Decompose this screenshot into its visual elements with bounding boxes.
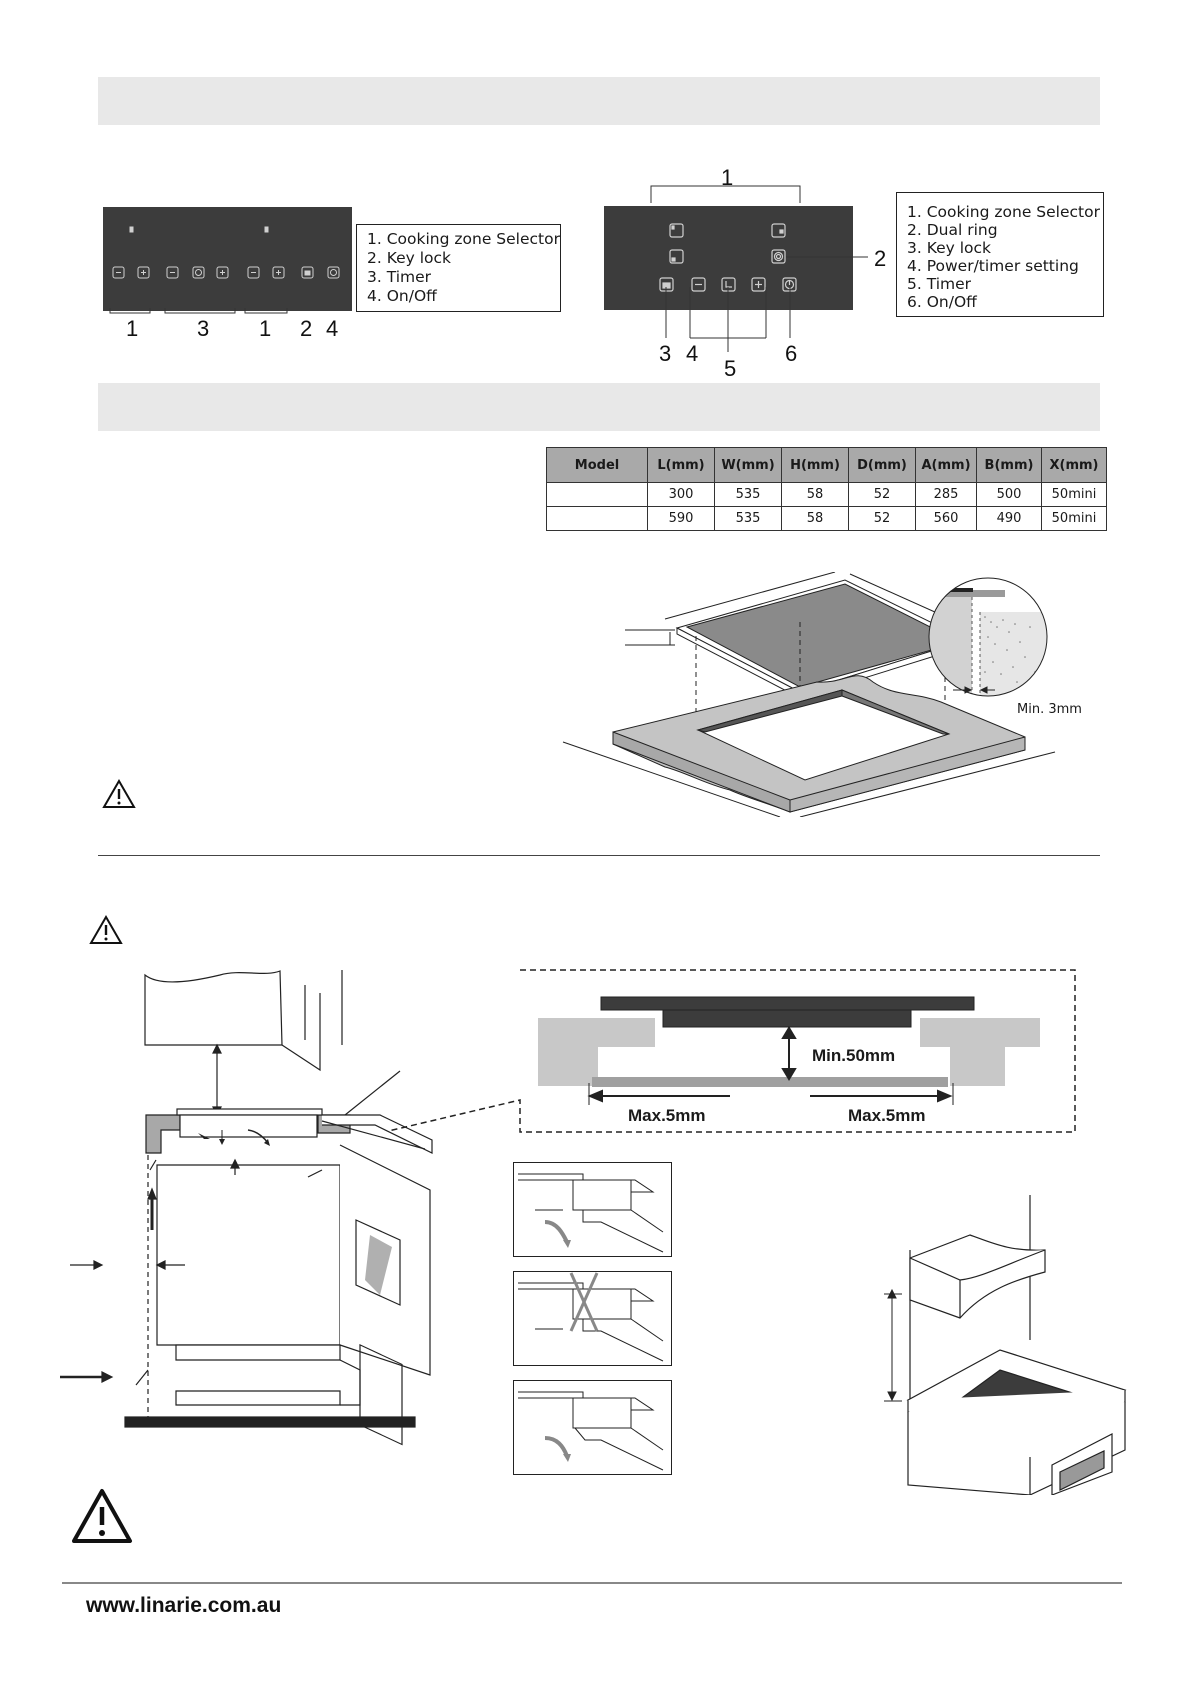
detail-box-incorrect	[513, 1271, 672, 1366]
callout-3: 3	[197, 316, 210, 341]
column-header: W(mm)	[714, 447, 782, 483]
table-cell: 590	[647, 506, 715, 531]
legend-item: 6. On/Off	[907, 293, 977, 311]
section-header-bar-installation	[98, 383, 1100, 431]
right-panel-top-bracket	[650, 185, 801, 203]
table-cell: 50mini	[1041, 506, 1107, 531]
column-header: H(mm)	[781, 447, 849, 483]
warning-icon	[89, 915, 123, 944]
table-cell	[546, 506, 648, 531]
section-header-bar-controls	[98, 77, 1100, 125]
callout-2: 2	[300, 316, 313, 341]
website-link[interactable]: www.linarie.com.au	[86, 1594, 282, 1617]
callout-r5: 5	[724, 356, 737, 381]
footer-rule	[62, 1582, 1122, 1584]
table-cell: 52	[848, 506, 916, 531]
column-header: B(mm)	[976, 447, 1042, 483]
legend-item: 5. Timer	[907, 275, 972, 293]
legend-item: 2. Dual ring	[907, 221, 998, 239]
legend-item: 1. Cooking zone Selector	[907, 203, 1100, 221]
legend-item: 3. Timer	[367, 268, 432, 286]
table-header-row: Model L(mm) W(mm) H(mm) D(mm) A(mm) B(mm…	[546, 447, 1107, 483]
warning-icon	[102, 779, 136, 808]
legend-item: 4. Power/timer setting	[907, 257, 1079, 275]
left-panel-brackets	[109, 308, 288, 314]
min-clearance-label: Min.50mm	[812, 1046, 896, 1065]
column-header: X(mm)	[1041, 447, 1107, 483]
callout-1b: 1	[259, 316, 272, 341]
callout-4: 4	[326, 316, 339, 341]
table-row: 300 535 58 52 285 500 50mini	[546, 482, 1107, 507]
table-cell: 52	[848, 482, 916, 507]
table-cell: 58	[781, 482, 849, 507]
control-panel-two-zone	[103, 207, 352, 311]
min-gap-label: Min. 3mm	[1017, 702, 1082, 717]
callout-r4: 4	[686, 341, 699, 366]
detail-box-correct-1	[513, 1162, 672, 1257]
callout-r2: 2	[874, 246, 887, 271]
table-row: 590 535 58 52 560 490 50mini	[546, 506, 1107, 531]
table-cell: 535	[714, 482, 782, 507]
table-cell: 490	[976, 506, 1042, 531]
table-cell: 50mini	[1041, 482, 1107, 507]
table-cell	[546, 482, 648, 507]
legend-left: 1. Cooking zone Selector 2. Key lock 3. …	[356, 224, 561, 312]
table-cell: 500	[976, 482, 1042, 507]
detail-box-correct-2	[513, 1380, 672, 1475]
legend-item: 4. On/Off	[367, 287, 437, 305]
cabinet-ventilation-diagram	[60, 970, 433, 1446]
right-panel-leader-lines	[665, 256, 868, 352]
column-header: D(mm)	[848, 447, 916, 483]
callout-r3: 3	[659, 341, 672, 366]
max-left-gap-label: Max.5mm	[628, 1106, 706, 1125]
max-right-gap-label: Max.5mm	[848, 1106, 926, 1125]
callout-r6: 6	[785, 341, 798, 366]
table-cell: 560	[915, 506, 977, 531]
legend-item: 2. Key lock	[367, 249, 452, 267]
cutout-diagram	[562, 572, 1056, 817]
warning-icon	[72, 1489, 132, 1543]
table-cell: 285	[915, 482, 977, 507]
legend-item: 1. Cooking zone Selector	[367, 230, 560, 248]
column-header: A(mm)	[915, 447, 977, 483]
dimensions-table: Model L(mm) W(mm) H(mm) D(mm) A(mm) B(mm…	[546, 447, 1107, 531]
section-divider	[98, 855, 1100, 856]
clearance-detail	[390, 969, 1076, 1133]
legend-item: 3. Key lock	[907, 239, 992, 257]
legend-right: 1. Cooking zone Selector 2. Dual ring 3.…	[896, 192, 1104, 317]
column-header: Model	[546, 447, 648, 483]
table-cell: 535	[714, 506, 782, 531]
hob-rangehood-diagram	[884, 1195, 1127, 1495]
callout-1: 1	[126, 316, 139, 341]
table-cell: 58	[781, 506, 849, 531]
table-cell: 300	[647, 482, 715, 507]
column-header: L(mm)	[647, 447, 715, 483]
callout-r1: 1	[721, 165, 734, 190]
